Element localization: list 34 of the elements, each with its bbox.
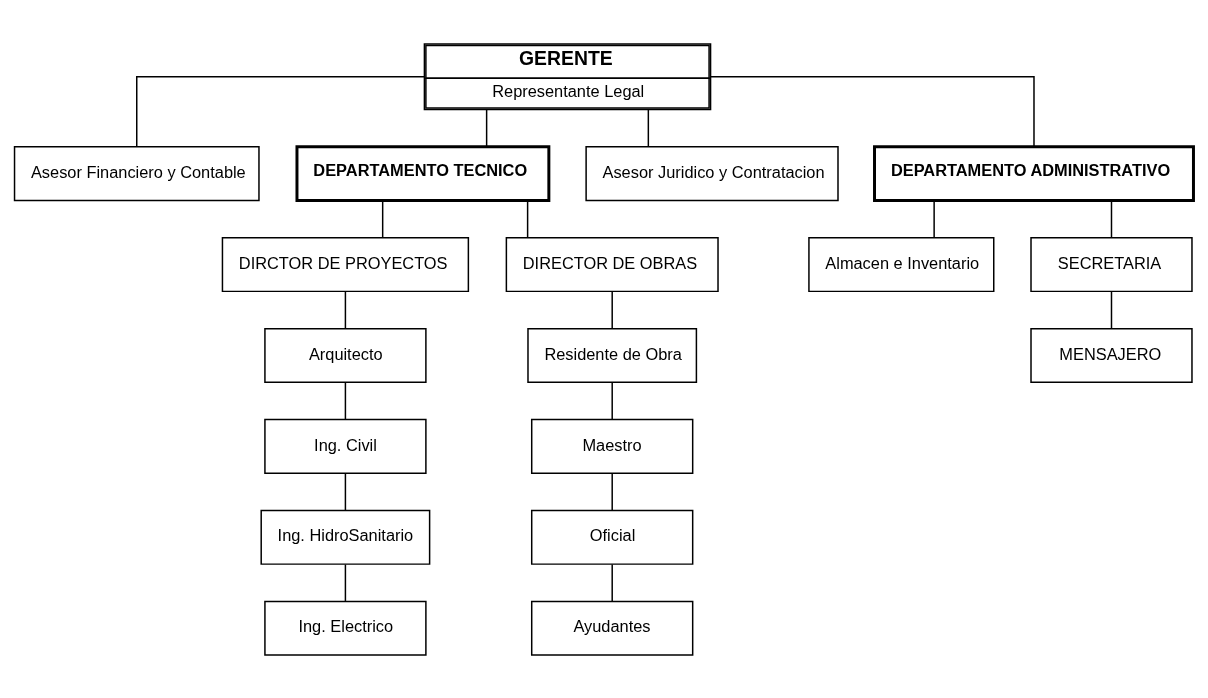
connector <box>611 472 613 511</box>
node-box: Asesor Juridico y Contratacion <box>585 145 839 201</box>
node-box: SECRETARIA <box>1030 236 1193 292</box>
node-box: DEPARTAMENTO ADMINISTRATIVO <box>873 144 1195 202</box>
connector <box>611 563 613 602</box>
connector <box>1110 199 1113 238</box>
node-box: MENSAJERO <box>1030 327 1193 383</box>
node-box: DIRCTOR DE PROYECTOS <box>221 236 470 292</box>
connector <box>611 381 613 420</box>
connector <box>136 75 425 147</box>
node-box: Almacen e Inventario <box>808 236 995 292</box>
node-box: DIRECTOR DE OBRAS <box>505 236 719 292</box>
node-box: Oficial <box>530 509 694 565</box>
node-box: Ing. Electrico <box>264 600 427 656</box>
node-box: Arquitecto <box>264 327 427 383</box>
connector <box>344 563 347 602</box>
connector <box>344 290 347 329</box>
connector <box>933 199 935 238</box>
node-box: Asesor Financiero y Contable <box>13 145 260 201</box>
node-box: Ing. Civil <box>264 418 427 474</box>
node-box: Ayudantes <box>530 600 694 656</box>
connector <box>344 472 347 511</box>
node-box: DEPARTAMENTO TECNICO <box>295 144 551 202</box>
connector <box>381 199 384 238</box>
connector <box>485 108 488 147</box>
connector <box>611 290 613 329</box>
node-box: Maestro <box>530 418 694 474</box>
connector <box>1110 290 1113 329</box>
connector <box>526 199 529 238</box>
connector <box>709 75 1035 147</box>
node-box: Residente de Obra <box>527 327 698 383</box>
connector <box>344 381 347 420</box>
connector <box>647 108 650 147</box>
node-box: Ing. HidroSanitario <box>260 509 431 565</box>
